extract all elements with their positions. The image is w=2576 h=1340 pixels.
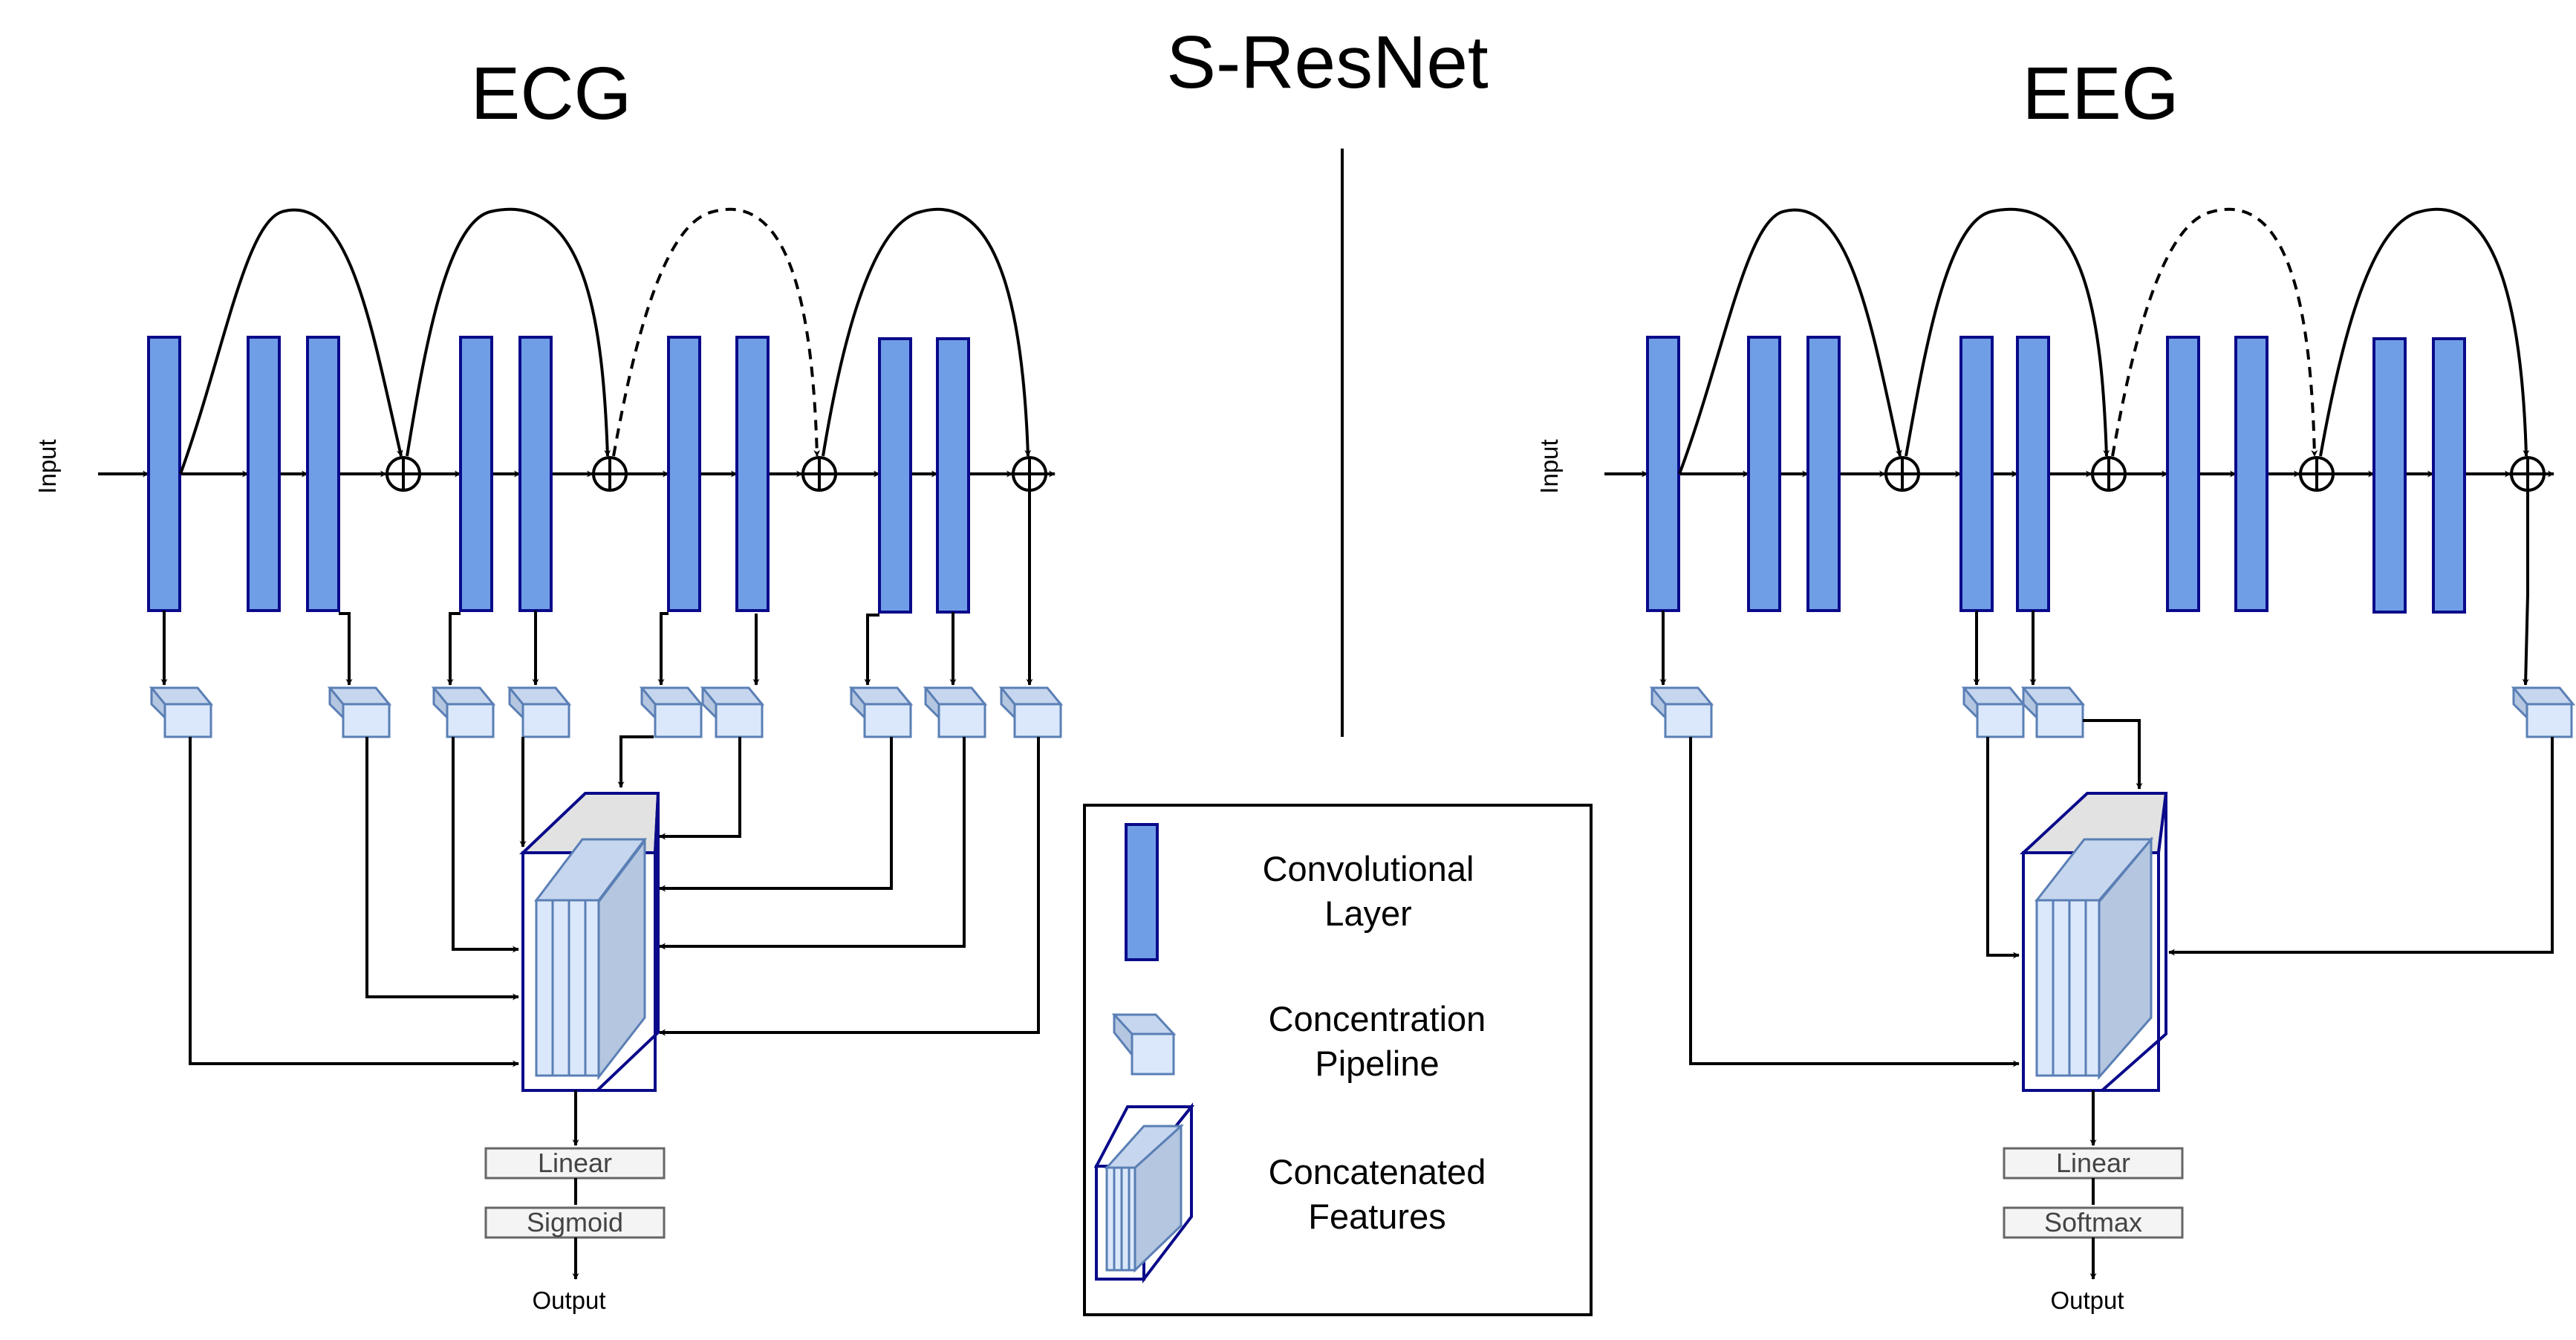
- cube-icon: [998, 686, 1064, 738]
- concat-layers: [2034, 836, 2154, 1080]
- ecg-network: ECG Input: [33, 52, 1064, 1314]
- cube-icon: [848, 686, 914, 738]
- conv-layer: [667, 336, 701, 612]
- eeg-branch-arrows: [1659, 490, 2529, 686]
- eeg-input-label: Input: [1535, 439, 1563, 493]
- conv-layer: [306, 336, 340, 612]
- ecg-conv-layers: [147, 336, 970, 614]
- ecg-activation-box: [484, 1206, 666, 1239]
- cube-icon: [639, 686, 704, 738]
- cube-icon: [327, 686, 392, 738]
- conv-layer: [2234, 336, 2268, 612]
- ecg-linear-label: Linear: [538, 1148, 612, 1178]
- legend: Convolutional Layer Concentration Pipeli…: [1083, 804, 1593, 1316]
- conv-layer: [2166, 336, 2200, 612]
- eeg-activation-box: [2003, 1206, 2184, 1239]
- cube-icon: [923, 686, 988, 738]
- ecg-skip-connections: [179, 207, 1032, 475]
- add-junction-icon: [1012, 456, 1047, 492]
- add-junction-icon: [801, 456, 837, 492]
- conv-layer: [1747, 336, 1781, 612]
- conv-layer: [1806, 336, 1841, 612]
- add-junction-icon: [2299, 456, 2335, 492]
- legend-conv-line1: Convolutional: [1263, 849, 1474, 888]
- eeg-activation-label: Softmax: [2044, 1207, 2142, 1237]
- concat-features-icon: [1093, 1102, 1195, 1284]
- ecg-branch-arrows: [160, 490, 1033, 686]
- cube-icon: [2511, 686, 2576, 738]
- legend-pipe-line1: Concentration: [1269, 999, 1486, 1038]
- eeg-pipeline-cubes: [1649, 686, 2576, 738]
- eeg-add-junctions: [1884, 456, 2546, 492]
- eeg-linear-box: [2003, 1147, 2184, 1180]
- conv-layer: [735, 336, 770, 612]
- conv-layer: [1959, 336, 1994, 612]
- conv-layer: [459, 336, 493, 612]
- ecg-input-label: Input: [33, 439, 61, 493]
- ecg-add-junctions: [386, 456, 1047, 492]
- add-junction-icon: [592, 456, 628, 492]
- ecg-concat-routes: [189, 735, 1040, 1067]
- ecg-concat-block: [519, 792, 660, 1092]
- eeg-skip-connections: [1678, 207, 2530, 475]
- conv-layer: [2372, 337, 2407, 614]
- eeg-concat-routes: [1689, 719, 2554, 1067]
- cube-icon: [1649, 686, 1714, 738]
- legend-pipe-line2: Pipeline: [1315, 1044, 1439, 1083]
- ecg-pipeline-cubes: [149, 686, 1064, 738]
- main-title: S-ResNet: [1166, 21, 1489, 104]
- eeg-network: EEG Input: [1535, 52, 2576, 1314]
- conv-layer-icon: [1125, 823, 1159, 961]
- pipeline-cube-icon: [1111, 1013, 1177, 1076]
- cube-icon: [507, 686, 572, 738]
- add-junction-icon: [2510, 456, 2546, 492]
- eeg-concat-block: [2019, 792, 2168, 1092]
- cube-icon: [1961, 686, 2026, 738]
- eeg-output-label: Output: [2050, 1287, 2124, 1314]
- conv-layer: [518, 336, 553, 612]
- ecg-title: ECG: [471, 52, 632, 135]
- eeg-linear-label: Linear: [2056, 1148, 2130, 1178]
- ecg-activation-label: Sigmoid: [527, 1207, 623, 1237]
- eeg-conv-layers: [1646, 336, 2466, 614]
- legend-concat-line1: Concatenated: [1269, 1152, 1486, 1191]
- cube-icon: [700, 686, 765, 738]
- ecg-output-label: Output: [532, 1287, 605, 1314]
- conv-layer: [247, 336, 281, 612]
- cube-icon: [431, 686, 496, 738]
- conv-layer: [2432, 337, 2466, 614]
- conv-layer: [878, 337, 912, 614]
- legend-conv-line2: Layer: [1324, 894, 1412, 933]
- conv-layer: [147, 336, 181, 612]
- conv-layer: [936, 337, 970, 614]
- cube-icon: [149, 686, 214, 738]
- add-junction-icon: [386, 456, 421, 492]
- eeg-title: EEG: [2022, 52, 2179, 135]
- conv-layer: [1646, 336, 1680, 612]
- cube-icon: [2020, 686, 2086, 738]
- conv-layer: [2016, 336, 2050, 612]
- concat-layers: [533, 837, 648, 1081]
- legend-concat-line2: Features: [1308, 1197, 1445, 1236]
- add-junction-icon: [1884, 456, 1920, 492]
- add-junction-icon: [2091, 456, 2127, 492]
